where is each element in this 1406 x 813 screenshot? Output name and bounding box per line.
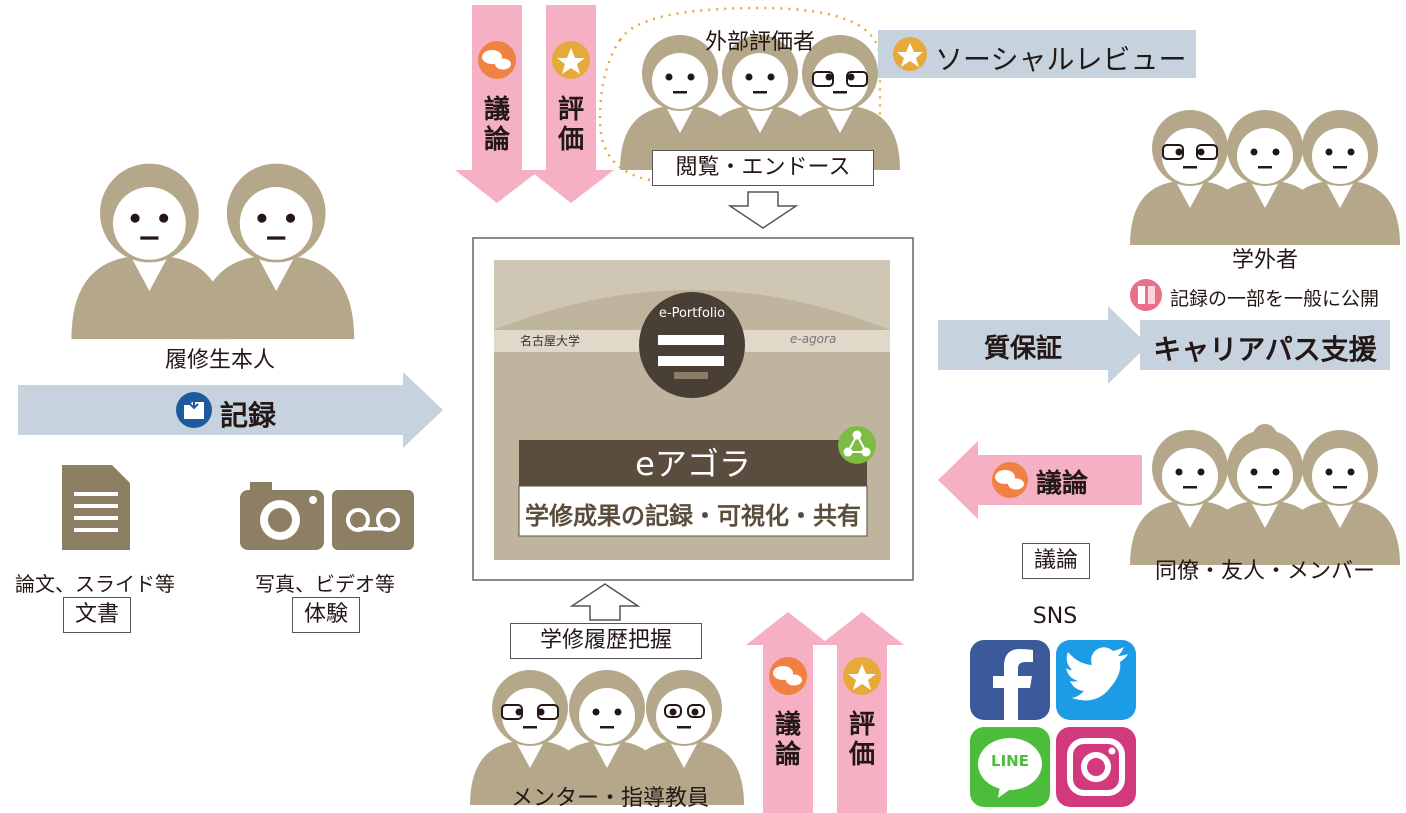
line-text: LINE xyxy=(991,752,1029,770)
peer-title: 同僚・友人・メンバー xyxy=(1154,559,1375,584)
top-discuss-arrow xyxy=(455,5,540,203)
open-door-icon xyxy=(1130,279,1162,311)
eportfolio-label: e-Portfolio xyxy=(658,306,726,321)
document-icon xyxy=(62,465,130,550)
history-box: 学修履歴把握 xyxy=(510,623,702,659)
public-note: 記録の一部を一般に公開 xyxy=(1170,288,1380,310)
mentor-title: メンター・指導教員 xyxy=(510,786,709,811)
twitter-icon xyxy=(1056,640,1136,720)
top-evaluate-icon xyxy=(552,41,590,79)
quality-arrow xyxy=(938,306,1148,384)
videotape-icon xyxy=(332,490,414,550)
instagram-icon xyxy=(1056,727,1136,807)
bottom-evaluate-icon xyxy=(843,657,881,695)
bottom-discuss-icon xyxy=(769,657,807,695)
quality-label: 質保証 xyxy=(983,334,1062,364)
share-icon xyxy=(838,426,876,464)
outsider-title: 学外者 xyxy=(1231,248,1298,273)
experience-box: 体験 xyxy=(292,597,360,633)
top-evaluate-arrow xyxy=(529,5,614,203)
external-evaluator-title: 外部評価者 xyxy=(704,30,815,55)
university-label: 名古屋大学 xyxy=(520,334,581,348)
eagora-subtitle-bar xyxy=(518,485,868,537)
camera-icon xyxy=(240,482,324,550)
social-review-icon xyxy=(893,37,927,71)
social-review-banner xyxy=(878,30,1196,78)
career-box xyxy=(1140,320,1390,370)
facebook-icon xyxy=(970,640,1050,720)
bottom-evaluate-label: 評価 xyxy=(848,710,875,770)
record-icon xyxy=(176,392,212,428)
document-caption: 論文、スライド等 xyxy=(15,572,175,596)
external-cloud xyxy=(598,6,882,183)
student-person-2 xyxy=(198,163,355,340)
top-discuss-icon xyxy=(478,41,516,79)
record-label: 記録 xyxy=(220,399,277,432)
eagora-subtitle: 学修成果の記録・可視化・共有 xyxy=(525,502,861,530)
eagora-title-bar xyxy=(519,440,867,486)
student-title: 履修生本人 xyxy=(164,348,275,373)
social-review-label: ソーシャルレビュー xyxy=(935,43,1187,76)
sns-title: SNS xyxy=(1032,604,1078,629)
experience-caption: 写真、ビデオ等 xyxy=(255,572,395,596)
top-evaluate-label: 評価 xyxy=(557,95,584,155)
eagora-title: eアゴラ xyxy=(635,445,751,483)
line-icon xyxy=(970,727,1050,807)
peer-discuss-icon xyxy=(992,462,1028,498)
endorse-down-arrow xyxy=(727,191,799,229)
document-box: 文書 xyxy=(63,597,131,633)
peer-discuss-box: 議論 xyxy=(1022,543,1090,579)
career-label: キャリアパス支援 xyxy=(1153,333,1377,366)
mentor-up-arrow xyxy=(569,583,641,621)
top-discuss-label: 議論 xyxy=(483,95,510,155)
ezopa-label: e-agora xyxy=(790,332,837,346)
view-endorse-box: 閲覧・エンドース xyxy=(652,150,874,186)
peer-discuss-label: 議論 xyxy=(1036,469,1089,499)
bottom-discuss-label: 議論 xyxy=(774,710,801,770)
